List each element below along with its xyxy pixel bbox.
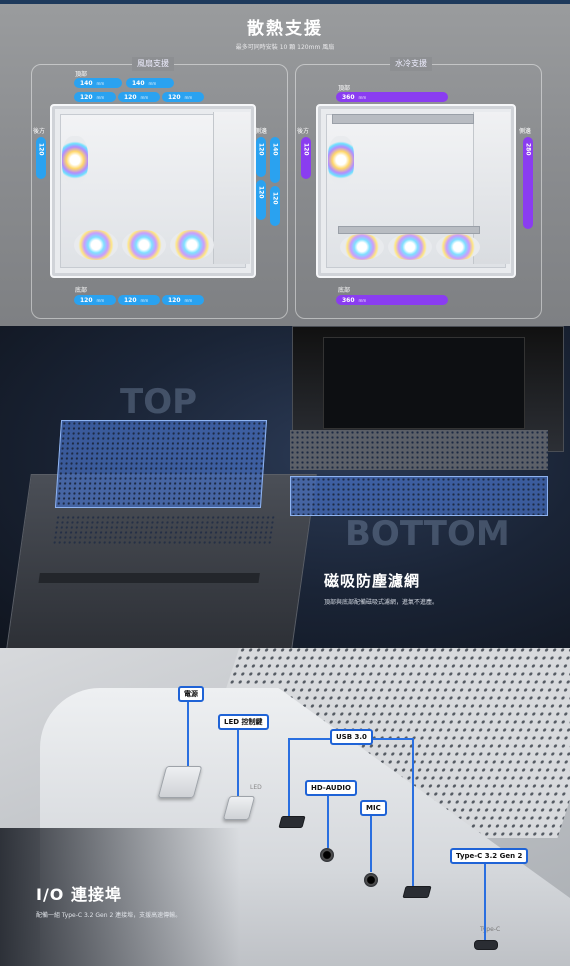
bottom-dust-filter-image bbox=[290, 476, 548, 516]
fan-case-image bbox=[50, 104, 256, 278]
typec-engraved-text: Type-C bbox=[480, 926, 501, 933]
hd-audio-callout-line bbox=[327, 788, 329, 848]
bottom-radiator-image bbox=[338, 226, 480, 234]
fan-side-120-1: 120 bbox=[256, 137, 266, 177]
filter-description: 頂部與底部配備磁吸式濾網，進氣不進塵。 bbox=[324, 599, 439, 606]
fan-side-label: 側邊 bbox=[255, 128, 268, 135]
water-support-panel: 水冷支援 bbox=[295, 57, 542, 319]
usb-callout: USB 3.0 bbox=[330, 729, 373, 745]
water-top-label: 頂部 bbox=[338, 85, 351, 92]
water-side-label: 側邊 bbox=[519, 128, 532, 135]
hd-audio-jack[interactable] bbox=[320, 848, 334, 862]
usb-callout-line bbox=[288, 738, 290, 816]
shadow-overlay bbox=[0, 828, 240, 966]
water-bottom-fan-2 bbox=[388, 234, 432, 260]
mic-jack[interactable] bbox=[364, 873, 378, 887]
fan-side-140: 140 bbox=[270, 137, 280, 183]
water-side-280: 280 bbox=[523, 137, 533, 229]
led-callout-line bbox=[237, 722, 239, 796]
power-callout-line bbox=[187, 694, 189, 766]
dust-filter-section: TOP BOTTOM 磁吸防塵濾網 頂部與底部配備磁吸式濾網，進氣不進塵。 bbox=[0, 326, 570, 648]
top-radiator-image bbox=[332, 114, 474, 124]
usb-port-2[interactable] bbox=[402, 886, 432, 898]
filter-title: 磁吸防塵濾網 bbox=[324, 572, 421, 590]
rear-fan-image bbox=[62, 136, 88, 184]
type-c-port[interactable] bbox=[474, 940, 498, 950]
water-rear-fan-image bbox=[328, 136, 354, 184]
hd-audio-callout: HD-AUDIO bbox=[305, 780, 357, 796]
case-bottom-mesh bbox=[290, 430, 548, 470]
water-case-image bbox=[316, 104, 516, 278]
fan-bottom-label: 底部 bbox=[75, 287, 88, 294]
led-engraved-text: LED bbox=[250, 784, 262, 791]
water-rear-label: 後方 bbox=[297, 128, 310, 135]
fan-support-panel: 風扇支援 bbox=[31, 57, 288, 319]
io-title: I/O 連接埠 bbox=[36, 885, 122, 904]
ghost-top-text: TOP bbox=[120, 382, 198, 422]
cooling-subtitle: 最多可同時安裝 10 顆 120mm 風扇 bbox=[235, 44, 335, 51]
water-panel-label: 水冷支援 bbox=[390, 57, 432, 71]
led-callout: LED 控制鍵 bbox=[218, 714, 269, 730]
bottom-fan-image-2 bbox=[122, 230, 166, 260]
water-rear-120: 120 bbox=[301, 137, 311, 179]
bottom-fan-image-3 bbox=[170, 230, 214, 260]
usb-port-1[interactable] bbox=[278, 816, 306, 828]
top-dust-filter-image bbox=[54, 420, 268, 508]
usb-callout-line-2 bbox=[412, 738, 414, 886]
typec-callout-line bbox=[484, 860, 486, 940]
fan-top-label: 頂部 bbox=[75, 71, 88, 78]
cooling-title: 散熱支援 bbox=[247, 19, 323, 39]
ghost-bottom-text: BOTTOM bbox=[345, 514, 510, 554]
fan-panel-label: 風扇支援 bbox=[132, 57, 174, 71]
fan-side-120-2: 120 bbox=[256, 180, 266, 220]
top-accent-bar bbox=[0, 0, 570, 4]
fan-rear-label: 後方 bbox=[33, 128, 46, 135]
water-bottom-fan-1 bbox=[340, 234, 384, 260]
io-description: 配備一組 Type-C 3.2 Gen 2 連接埠，支援高速傳輸。 bbox=[36, 912, 182, 919]
fan-side-120-3: 120 bbox=[270, 186, 280, 226]
bottom-fan-image-1 bbox=[74, 230, 118, 260]
power-callout: 電源 bbox=[178, 686, 204, 702]
io-section: LED Type-C 電源 LED 控制鍵 USB 3.0 HD-AUDIO M… bbox=[0, 648, 570, 966]
fan-rear-120: 120 bbox=[36, 137, 46, 179]
mic-callout-line bbox=[370, 812, 372, 872]
water-bottom-fan-3 bbox=[436, 234, 480, 260]
water-bottom-label: 底部 bbox=[338, 287, 351, 294]
typec-callout: Type-C 3.2 Gen 2 bbox=[450, 848, 529, 864]
mic-callout: MIC bbox=[360, 800, 387, 816]
